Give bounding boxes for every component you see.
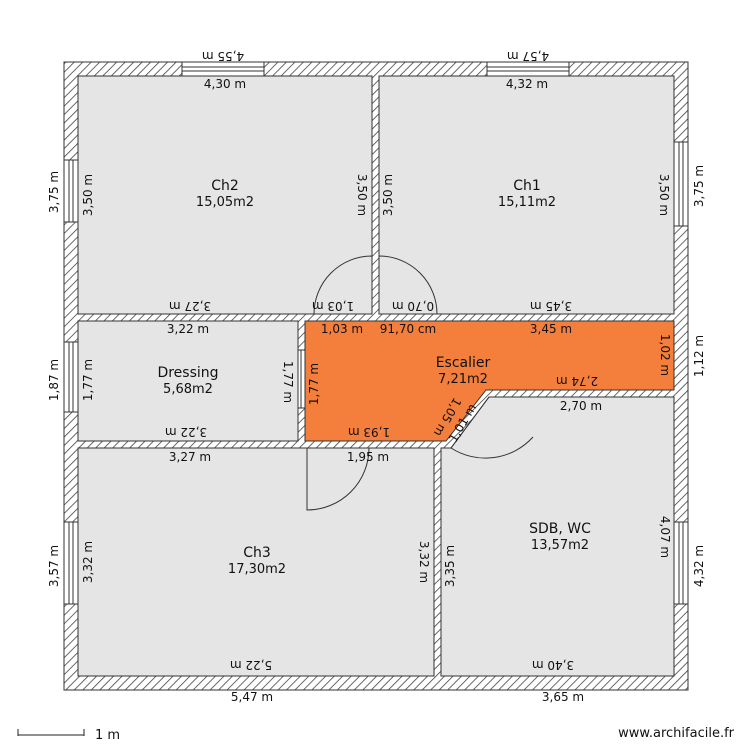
scale-label: 1 m	[95, 728, 120, 743]
dim-ch2-bottom: 3,27 m	[169, 299, 211, 313]
window-top-right	[486, 61, 570, 77]
window-right-sdb	[673, 521, 689, 605]
door-sdb	[450, 396, 534, 459]
dim-dressing-right: 1,77 m	[281, 361, 295, 403]
dim-ch1-top: 4,32 m	[506, 77, 548, 91]
dim-dressing-bottom: 3,22 m	[165, 425, 207, 439]
dim-outer-bottom-left: 5,47 m	[231, 690, 273, 704]
dim-esc-top-right: 3,45 m	[530, 322, 572, 336]
room-name-ch2: Ch2	[211, 178, 239, 194]
dim-win-top-left: 4,55 m	[202, 49, 244, 63]
window-top-left	[181, 61, 265, 77]
dim-door-ch2: 1,03 m	[312, 299, 354, 313]
window-left-ch2	[63, 159, 79, 223]
room-name-escalier: Escalier	[436, 355, 491, 371]
dim-dressing-top: 3,22 m	[167, 322, 209, 336]
dim-door-ch1: 0,70 m	[392, 299, 434, 313]
room-escalier	[304, 320, 675, 442]
dim-ch3-top-right: 1,95 m	[347, 450, 389, 464]
scale-bar	[17, 729, 85, 736]
window-left-ch3	[63, 521, 79, 605]
room-area-sdb: 13,57m2	[531, 538, 589, 553]
dim-ch3-top: 3,27 m	[169, 450, 211, 464]
dim-dressing-left: 1,77 m	[81, 359, 95, 401]
dim-ch1-right: 3,50 m	[657, 174, 671, 216]
dim-esc-top-mid: 91,70 cm	[380, 322, 436, 336]
room-ch2	[77, 75, 373, 315]
room-dressing	[77, 320, 299, 442]
dim-esc-top-left: 1,03 m	[321, 322, 363, 336]
dim-ch1-bottom: 3,45 m	[530, 299, 572, 313]
room-area-ch2: 15,05m2	[196, 195, 254, 210]
window-dressing-escalier	[297, 349, 306, 409]
dim-outer-left-bot: 3,57 m	[47, 545, 61, 587]
door-ch1	[378, 255, 438, 315]
dim-ch1-left: 3,50 m	[381, 174, 395, 216]
dim-outer-left-top: 3,75 m	[47, 171, 61, 213]
room-area-ch1: 15,11m2	[498, 195, 556, 210]
window-left-dressing	[63, 341, 79, 413]
dim-esc-bottom-right: 2,74 m	[556, 374, 598, 388]
dim-outer-right-bot: 4,32 m	[692, 545, 706, 587]
door-ch3	[306, 447, 370, 511]
dim-sdb-bottom: 3,40 m	[532, 658, 574, 672]
dim-outer-right-top: 3,75 m	[692, 165, 706, 207]
watermark: www.archifacile.fr	[618, 726, 734, 741]
dim-sdb-left: 3,35 m	[443, 545, 457, 587]
dim-ch3-left: 3,32 m	[81, 541, 95, 583]
dim-ch2-top: 4,30 m	[204, 77, 246, 91]
dim-ch3-bottom: 5,22 m	[230, 658, 272, 672]
room-area-dressing: 5,68m2	[163, 382, 213, 397]
dim-ch2-left: 3,50 m	[81, 174, 95, 216]
door-ch2	[313, 255, 373, 315]
window-right-ch1	[673, 141, 689, 227]
dim-outer-left-mid: 1,87 m	[47, 359, 61, 401]
dim-outer-right-mid: 1,12 m	[692, 335, 706, 377]
dim-ch3-right: 3,32 m	[417, 541, 431, 583]
room-name-ch1: Ch1	[513, 178, 541, 194]
room-name-dressing: Dressing	[157, 365, 218, 381]
room-name-sdb: SDB, WC	[529, 521, 591, 537]
dim-sdb-top: 2,70 m	[560, 399, 602, 413]
dim-sdb-right: 4,07 m	[658, 516, 672, 558]
dim-ch2-right: 3,50 m	[355, 174, 369, 216]
dim-esc-left: 1,77 m	[307, 363, 321, 405]
dim-esc-bottom: 1,93 m	[348, 425, 390, 439]
dim-win-top-right: 4,57 m	[507, 49, 549, 63]
room-name-ch3: Ch3	[243, 545, 271, 561]
room-area-ch3: 17,30m2	[228, 562, 286, 577]
room-area-escalier: 7,21m2	[438, 372, 488, 387]
dim-outer-bottom-right: 3,65 m	[542, 690, 584, 704]
room-ch3	[77, 447, 435, 677]
dim-esc-right: 1,02 m	[658, 334, 672, 376]
